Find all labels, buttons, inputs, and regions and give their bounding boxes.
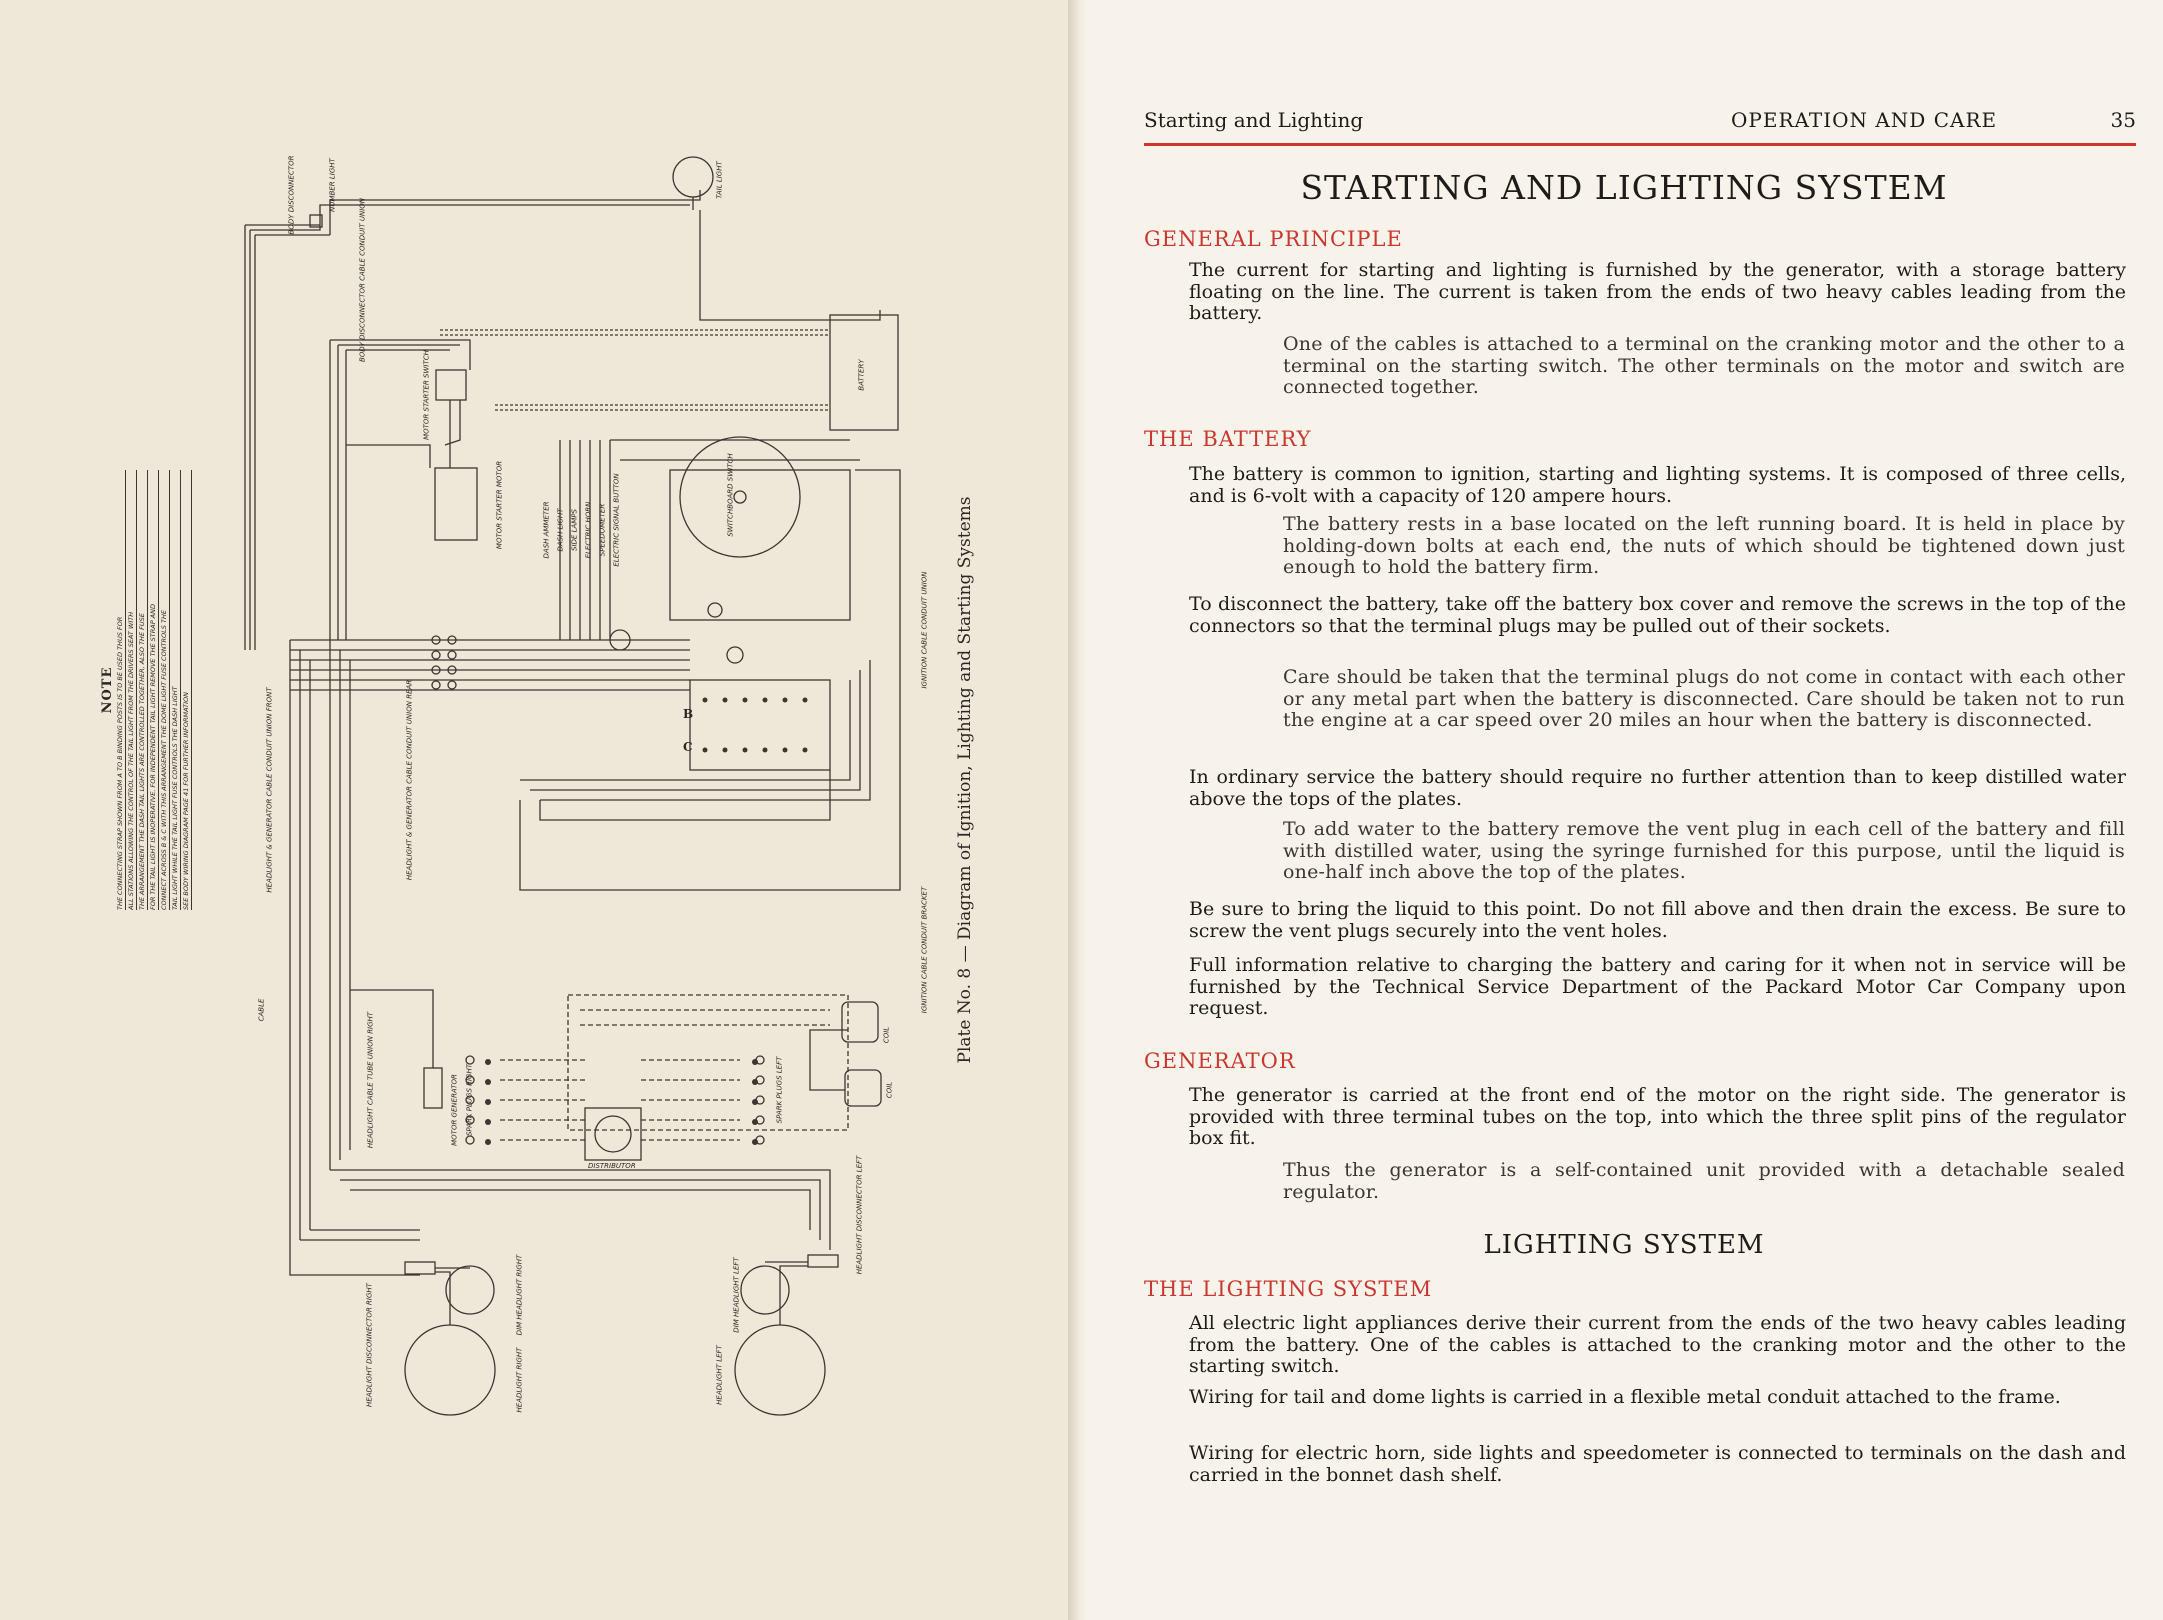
label-headlight-left: HEADLIGHT LEFT (715, 1345, 724, 1405)
headlight-right-symbol (404, 1324, 496, 1416)
note-line: ALL STATIONS ALLOWING THE CONTROL OF THE… (126, 470, 137, 910)
label-ignition-cable-conduit-bracket: IGNITION CABLE CONDUIT BRACKET (920, 886, 929, 1014)
text-page: Starting and Lighting OPERATION AND CARE… (1085, 0, 2163, 1620)
heading-the-lighting-system: THE LIGHTING SYSTEM (1144, 1277, 1433, 1301)
heading-generator: GENERATOR (1144, 1049, 1296, 1073)
running-head-left: Starting and Lighting (1144, 108, 1364, 132)
label-motor-starter-motor: MOTOR STARTER MOTOR (495, 460, 504, 550)
plate-caption: Plate No. 8 — Diagram of Ignition, Light… (930, 460, 1000, 1100)
page-title: STARTING AND LIGHTING SYSTEM (1300, 168, 1948, 207)
label-number-light: NUMBER LIGHT (328, 158, 337, 212)
note-title: NOTE (100, 666, 115, 714)
starter-switch-symbol (435, 369, 467, 401)
label-electric-horn: ELECTRIC HORN (584, 501, 593, 559)
label-dash-ammeter: DASH AMMETER (542, 501, 551, 559)
headlight-disconnector-right (404, 1261, 436, 1275)
note-paragraph: One of the cables is attached to a termi… (1283, 333, 2125, 398)
label-motor-starter-switch: MOTOR STARTER SWITCH (422, 350, 431, 440)
label-spark-plugs-left: SPARK PLUGS LEFT (775, 1056, 784, 1124)
running-head: Starting and Lighting OPERATION AND CARE… (1144, 106, 2136, 142)
label-headlight-disconnector-left: HEADLIGHT DISCONNECTOR LEFT (855, 1155, 864, 1275)
label-spark-plugs-right: SPARK PLUGS RIGHT (465, 1063, 474, 1137)
starter-motor-symbol (434, 467, 478, 541)
label-body-disconnector: BODY DISCONNECTOR (287, 155, 296, 235)
label-speedometer: SPEEDOMETER (598, 503, 607, 557)
note-line: THE ARRANGEMENT THE DASH TAIL LIGHTS ARE… (137, 470, 148, 910)
label-ignition-cable-conduit-union: IGNITION CABLE CONDUIT UNION (920, 571, 929, 689)
distributor-symbol (584, 1107, 642, 1161)
switchboard-switch-symbol (679, 436, 801, 558)
motor-generator-symbol (423, 1067, 443, 1109)
paragraph: Full information relative to charging th… (1189, 954, 2126, 1019)
battery-symbol (829, 314, 899, 431)
paragraph: Be sure to bring the liquid to this poin… (1189, 898, 2126, 942)
diagram-note: NOTE THE CONNECTING STRAP SHOWN FROM A T… (100, 470, 200, 910)
label-tail-light: TAIL LIGHT (715, 161, 724, 199)
label-body-disconnector-conduit: BODY DISCONNECTOR CABLE CONDUIT UNION (358, 197, 367, 363)
paragraph: The battery is common to ignition, start… (1189, 463, 2126, 507)
paragraph: All electric light appliances derive the… (1189, 1312, 2126, 1377)
label-dim-headlight-right: DIM HEADLIGHT RIGHT (515, 1254, 524, 1336)
body-disconnector-symbol (309, 214, 323, 228)
note-paragraph: The battery rests in a base located on t… (1283, 513, 2125, 578)
label-headlight-right: HEADLIGHT RIGHT (515, 1347, 524, 1413)
paragraph: In ordinary service the battery should r… (1189, 766, 2126, 810)
coil-lower-symbol (844, 1069, 882, 1107)
page-number: 35 (2110, 108, 2136, 132)
label-electric-signal-button: ELECTRIC SIGNAL BUTTON (612, 473, 621, 567)
diagram-page: NOTE THE CONNECTING STRAP SHOWN FROM A T… (0, 0, 1070, 1620)
body-cable-run (244, 225, 256, 650)
terminal-letter-b: B (683, 707, 694, 721)
header-rule (1144, 143, 2136, 146)
headlight-left-symbol (734, 1324, 826, 1416)
label-dash-light: DASH LIGHT (556, 508, 565, 552)
plate-caption-text: Plate No. 8 — Diagram of Ignition, Light… (955, 496, 975, 1064)
label-coil-lower: COIL (885, 1081, 894, 1099)
ignition-cable-harness (567, 994, 849, 1131)
running-head-center: OPERATION AND CARE (1731, 108, 1998, 132)
headlight-disconnector-left (807, 1254, 839, 1268)
label-headlight-generator-front: HEADLIGHT & GENERATOR CABLE CONDUIT UNIO… (265, 687, 274, 893)
label-distributor: DISTRIBUTOR (588, 1162, 636, 1170)
paragraph: To disconnect the battery, take off the … (1189, 593, 2126, 637)
terminal-block-symbol (689, 679, 831, 771)
paragraph: Wiring for electric horn, side lights an… (1189, 1442, 2126, 1486)
paragraph: The current for starting and lighting is… (1189, 259, 2126, 324)
label-dim-headlight-left: DIM HEADLIGHT LEFT (732, 1257, 741, 1333)
note-line: THE CONNECTING STRAP SHOWN FROM A TO B B… (115, 470, 126, 910)
dim-headlight-left-symbol (740, 1265, 790, 1315)
label-battery: BATTERY (857, 359, 866, 391)
note-line: TAIL LIGHT WHILE THE TAIL LIGHT FUSE CON… (170, 470, 181, 910)
label-headlight-cable-tube-right: HEADLIGHT CABLE TUBE UNION RIGHT (366, 1011, 375, 1149)
label-headlight-generator-rear: HEADLIGHT & GENERATOR CABLE CONDUIT UNIO… (405, 679, 414, 881)
note-paragraph: Care should be taken that the terminal p… (1283, 666, 2125, 731)
note-line: CONNECT ACROSS B & C WITH THIS ARRANGEME… (159, 470, 170, 910)
note-paragraph: Thus the generator is a self-contained u… (1283, 1159, 2125, 1203)
label-side-lamps: SIDE LAMPS (570, 509, 579, 551)
note-line: SEE BODY WIRING DIAGRAM PAGE 41 FOR FURT… (181, 470, 192, 910)
label-cable: CABLE (257, 998, 266, 1022)
heading-general-principle: GENERAL PRINCIPLE (1144, 227, 1403, 251)
label-switchboard-switch: SWITCHBOARD SWITCH (726, 453, 735, 537)
label-headlight-disconnector-right: HEADLIGHT DISCONNECTOR RIGHT (365, 1283, 374, 1407)
paragraph: Wiring for tail and dome lights is carri… (1189, 1386, 2061, 1408)
paragraph: The generator is carried at the front en… (1189, 1084, 2126, 1149)
heading-the-battery: THE BATTERY (1144, 427, 1312, 451)
coil-upper-symbol (841, 1001, 879, 1043)
note-paragraph: To add water to the battery remove the v… (1283, 818, 2125, 883)
dim-headlight-right-symbol (445, 1265, 495, 1315)
note-line: FOR THE TAIL LIGHT IS INOPERATIVE. FOR I… (148, 470, 159, 910)
terminal-letter-c: C (683, 740, 693, 754)
label-coil-upper: COIL (882, 1026, 891, 1044)
section-title-lighting-system: LIGHTING SYSTEM (1483, 1230, 1765, 1260)
book-gutter (1068, 0, 1090, 1620)
wiring-diagram (244, 156, 901, 1416)
